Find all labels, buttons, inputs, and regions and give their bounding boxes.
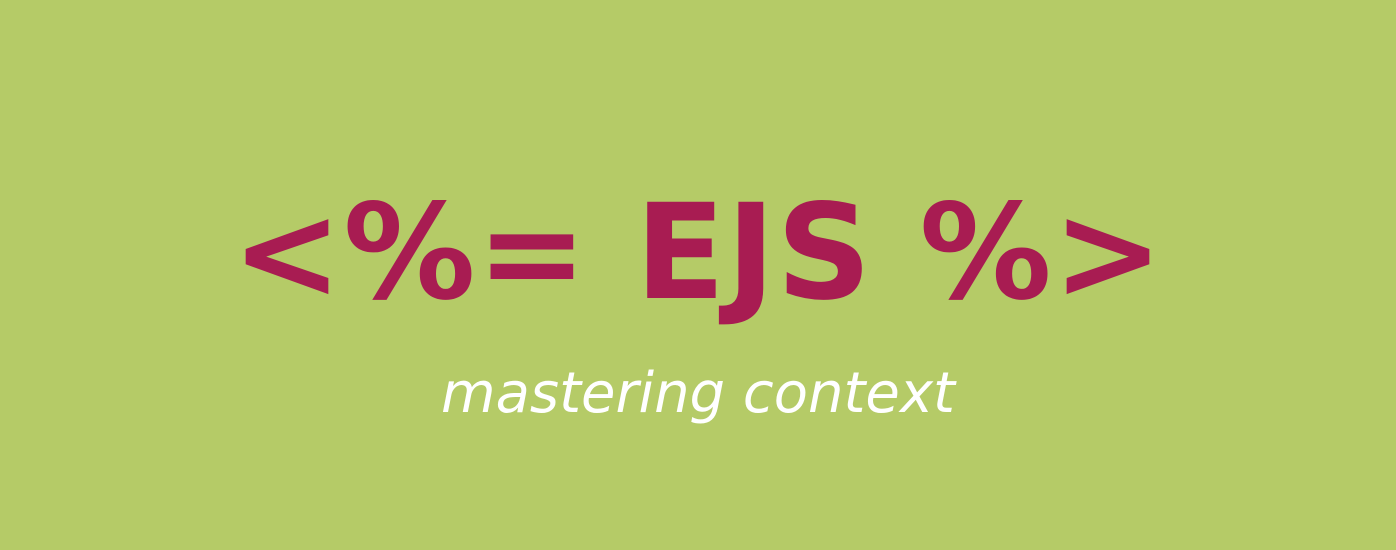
- tagline: mastering context: [441, 361, 955, 426]
- ejs-headline: <%= EJS %>: [231, 176, 1165, 330]
